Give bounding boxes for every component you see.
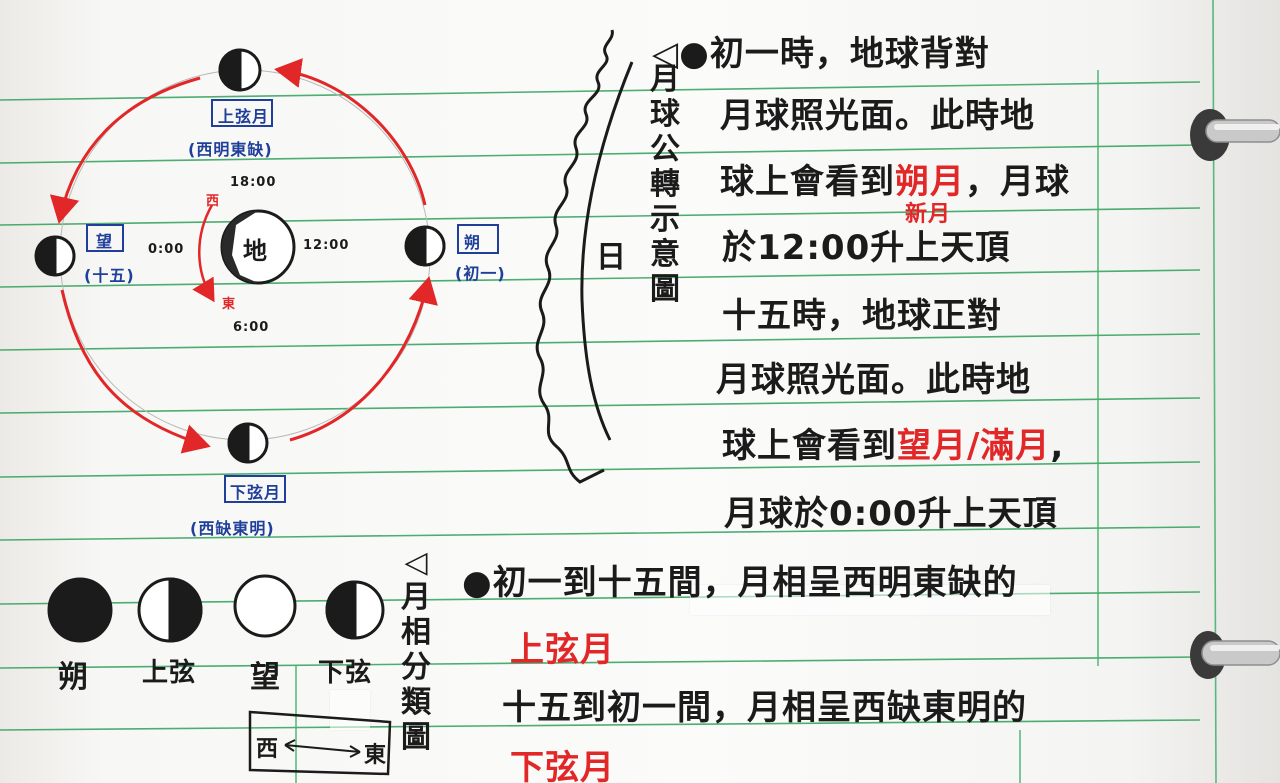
- moon-left-note: (十五): [84, 266, 135, 285]
- binder-ring-bottom: [1190, 631, 1280, 679]
- box-west-label: 西: [256, 737, 280, 762]
- box-east-label: 東: [364, 743, 388, 768]
- orbit-arrow: [274, 58, 427, 206]
- phase-label-new: 朔: [58, 660, 89, 695]
- binder-ring-top: [1190, 109, 1280, 161]
- moon-top-note: (西明東缺): [188, 140, 273, 159]
- note-line-4: 於12:00升上天頂: [722, 228, 1011, 268]
- moon-top: [218, 48, 262, 92]
- highlight-term: 望月/滿月: [897, 426, 1051, 466]
- title-char: 公: [650, 132, 680, 167]
- orbit-arrow: [60, 289, 211, 454]
- note-text: 球上會看到: [720, 162, 895, 202]
- note-line-2: 月球照光面。此時地: [720, 96, 1035, 136]
- label-box: [86, 224, 124, 252]
- title-char: 相: [401, 615, 431, 650]
- moon-bottom-note: (西缺東明): [190, 519, 275, 538]
- title-char: 意: [650, 237, 680, 272]
- title-char: 轉: [650, 167, 680, 202]
- title-char: ◁: [404, 545, 428, 580]
- note-text: 球上會看到: [722, 426, 897, 466]
- time-top: 18:00: [230, 175, 277, 190]
- direction-box: [248, 710, 392, 776]
- rotation-arrow: [192, 204, 215, 303]
- moon-right: [404, 225, 446, 267]
- phase-full-moon: [233, 574, 297, 638]
- phase-label-last-quarter: 下弦: [318, 658, 373, 688]
- phase-new-moon: [47, 577, 113, 643]
- sun-label: 日: [596, 240, 627, 275]
- phase-label-first-quarter: 上弦: [142, 658, 197, 688]
- title-char: 月: [650, 62, 680, 97]
- title-char: 球: [650, 97, 680, 132]
- phase-label-full: 望: [250, 660, 281, 695]
- sun-edge: [535, 29, 634, 484]
- title-char: 示: [650, 202, 680, 237]
- correction-tape: [330, 690, 370, 730]
- phase-diagram-title: ◁ 月 相 分 類 圖: [396, 545, 436, 755]
- annotation-new-moon: 新月: [905, 202, 952, 227]
- bottom-note-line-4: 下弦月: [510, 748, 615, 783]
- note-line-5: 十五時，地球正對: [722, 296, 1002, 336]
- orbit-diagram-title: 月 球 公 轉 示 意 圖: [645, 62, 685, 307]
- earth-label: 地: [243, 237, 268, 265]
- title-char: 圖: [401, 720, 431, 755]
- time-right: 12:00: [303, 238, 350, 253]
- direction-east: 東: [222, 297, 237, 312]
- note-line-8: 月球於0:00升上天頂: [724, 494, 1058, 534]
- phase-row: [47, 574, 385, 643]
- earth-night-side: [222, 211, 258, 283]
- correction-tape: [690, 585, 1050, 615]
- orbit-arrow: [49, 76, 201, 224]
- note-text: ，月球: [965, 162, 1070, 202]
- time-left: 0:00: [148, 242, 185, 257]
- bottom-note-line-3: 十五到初一間，月相呈西缺東明的: [502, 688, 1027, 728]
- note-line-7: 球上會看到望月/滿月,: [722, 418, 1064, 467]
- highlight-term: 朔月: [895, 162, 965, 202]
- moon-top-label: 上弦月: [218, 107, 270, 126]
- note-line-6: 月球照光面。此時地: [716, 360, 1031, 400]
- note-line-3: 球上會看到朔月，月球: [720, 154, 1070, 203]
- moon-bottom: [227, 422, 269, 464]
- moon-right-label: 朔: [464, 233, 482, 252]
- moon-right-note: (初一): [455, 264, 506, 283]
- note-text: ,: [1050, 426, 1065, 466]
- direction-west: 西: [206, 194, 221, 209]
- orbit-diagram: [34, 48, 499, 503]
- note-line-1: ◁●初一時，地球背對: [652, 34, 990, 74]
- label-box: [224, 475, 286, 503]
- label-box: [457, 224, 499, 254]
- title-char: 圖: [650, 272, 680, 307]
- moon-left-label: 望: [96, 232, 114, 251]
- moon-left: [34, 235, 76, 277]
- bottom-note-line-2: 上弦月: [510, 630, 615, 670]
- title-char: 月: [401, 580, 431, 615]
- moon-bottom-label: 下弦月: [230, 483, 282, 502]
- title-char: 分: [401, 650, 431, 685]
- title-char: 類: [401, 685, 431, 720]
- time-bottom: 6:00: [233, 320, 270, 335]
- orbit-arrow: [289, 276, 438, 442]
- label-box: [211, 99, 273, 127]
- bottom-note-line-1: ●初一到十五間，月相呈西明東缺的: [462, 563, 1018, 603]
